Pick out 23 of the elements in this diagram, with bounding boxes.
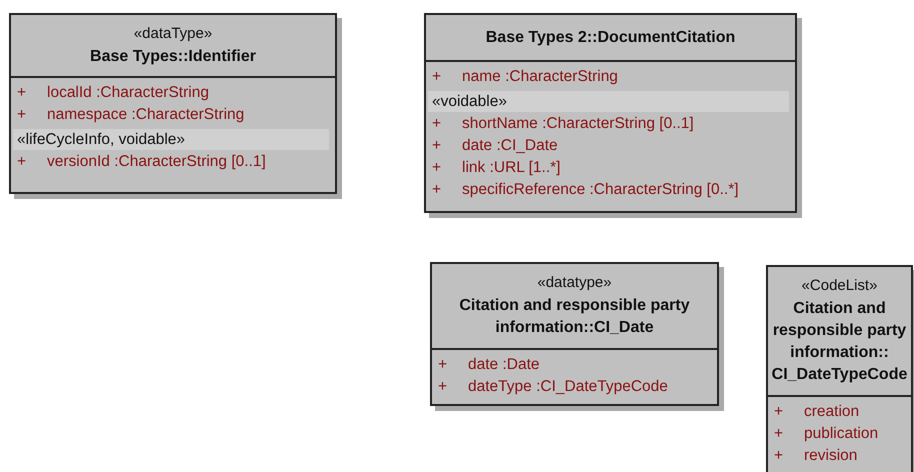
attribute-text: + dateType :CI_DateTypeCode (438, 377, 669, 397)
stereotype-label: «datatype» (537, 273, 612, 293)
attribute-text: + shortName :CharacterString [0..1] (432, 114, 695, 134)
attribute-text: + date :CI_Date (432, 136, 559, 156)
attribute-text: + creation (774, 402, 860, 422)
attribute-text: + date :Date (438, 355, 541, 375)
class-name: Base Types 2::DocumentCitation (486, 28, 736, 48)
stereotype-label: «CodeList» (802, 276, 878, 296)
attribute-text: + specificReference :CharacterString [0..*] (432, 180, 740, 200)
attribute-text: + revision (774, 446, 858, 466)
attribute-text: + localId :CharacterString (17, 83, 210, 103)
attribute-text: + publication (774, 424, 880, 444)
class-name: Base Types::Identifier (90, 46, 256, 66)
stereotype-section: «voidable» (428, 91, 789, 112)
attribute-text: + name :CharacterString (432, 67, 619, 87)
attribute-text: + link :URL [1..*] (432, 158, 562, 178)
attribute-text: + versionId :CharacterString [0..1] (17, 152, 267, 172)
class-box (766, 265, 913, 472)
class-name: Citation and responsible party information:: CI_DateTypeCode (772, 299, 908, 385)
class-name: Citation and responsible party information::CI_Date (458, 296, 691, 338)
stereotype-label: «dataType» (134, 24, 212, 44)
stereotype-section: «lifeCycleInfo, voidable» (13, 129, 329, 150)
attribute-text: + namespace :CharacterString (17, 105, 246, 125)
